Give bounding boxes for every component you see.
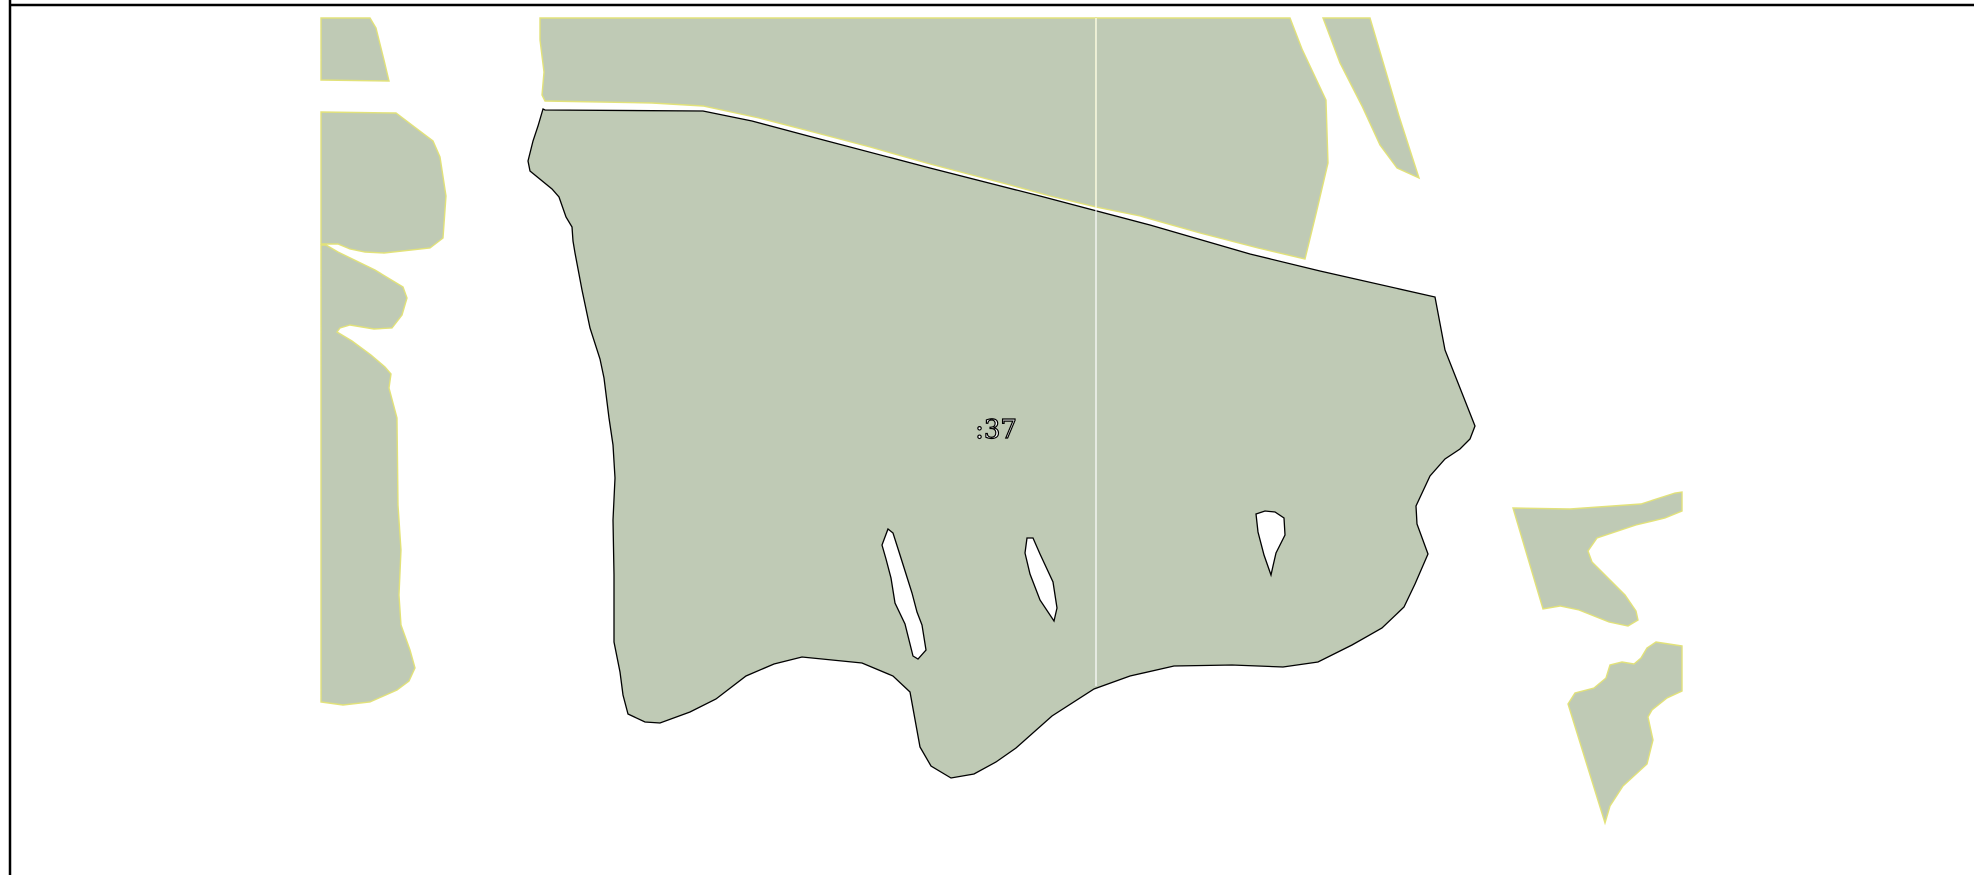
selected-region[interactable]	[527, 108, 1476, 779]
region-north-east-strip[interactable]	[1321, 17, 1421, 180]
region-label: :37	[975, 415, 1017, 445]
region-north-east[interactable]	[1095, 17, 1329, 260]
region-left-bottom[interactable]	[320, 244, 416, 706]
lake-2	[1024, 537, 1058, 623]
region-north-west[interactable]	[539, 17, 1097, 208]
region-east-lower[interactable]	[1567, 641, 1683, 826]
region-east-upper[interactable]	[1512, 491, 1683, 627]
region-left-middle[interactable]	[320, 111, 447, 254]
region-left-top[interactable]	[320, 17, 390, 82]
lake-1	[881, 527, 927, 660]
lake-3	[1255, 510, 1286, 578]
